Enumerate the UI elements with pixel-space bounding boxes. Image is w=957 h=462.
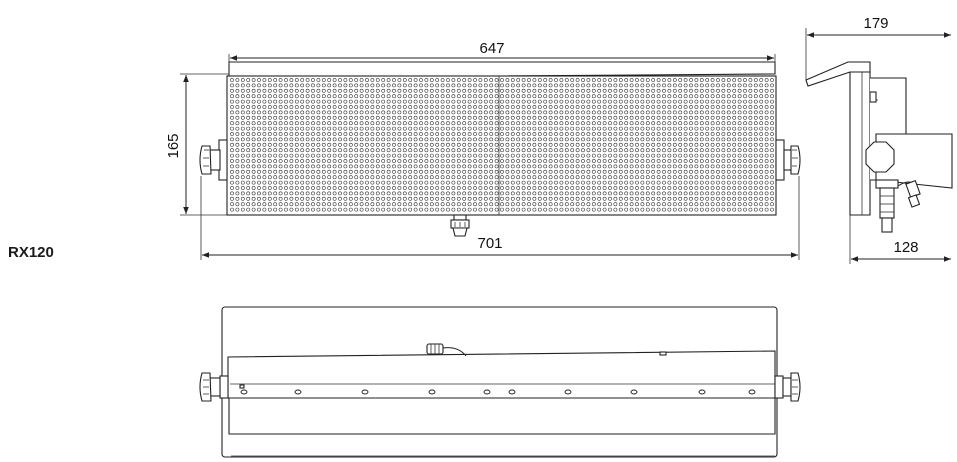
rail-screws (240, 389, 756, 395)
top-lower-lip (228, 397, 776, 435)
top-right-knob (782, 372, 801, 402)
top-view (199, 306, 801, 458)
dim-179-label: 179 (863, 15, 888, 32)
rail-screw (748, 389, 756, 395)
rail-screw (361, 389, 369, 395)
rail-screw (508, 389, 516, 395)
front-view: 647 165 701 (165, 40, 801, 260)
cable-gland-icon (450, 214, 470, 237)
top-small-stud (239, 384, 245, 389)
left-knob (199, 145, 221, 175)
rail-screw (294, 389, 302, 395)
top-small-tab (659, 351, 667, 356)
led-dot-grid (230, 78, 774, 212)
right-knob (783, 145, 801, 175)
dim-165-label: 165 (165, 133, 182, 158)
rail-screw (698, 389, 706, 395)
side-view: 179 128 (805, 15, 953, 264)
side-hex-knob (865, 141, 895, 173)
rail-screw (630, 389, 638, 395)
rail-screw (428, 389, 436, 395)
side-connector-icon (875, 179, 921, 233)
top-cable-gland-icon (426, 343, 467, 357)
top-left-knob (199, 372, 221, 402)
side-body (849, 71, 871, 216)
rail-screw (483, 389, 491, 395)
dim-128-label: 128 (893, 239, 918, 256)
rail-screw (564, 389, 572, 395)
front-top-lip (228, 61, 776, 79)
dim-647-label: 647 (479, 40, 504, 57)
model-label: RX120 (8, 244, 54, 261)
rail-screw (240, 389, 248, 395)
dim-701-label: 701 (477, 235, 502, 252)
right-bracket (775, 139, 785, 181)
top-front-rail (227, 350, 776, 399)
